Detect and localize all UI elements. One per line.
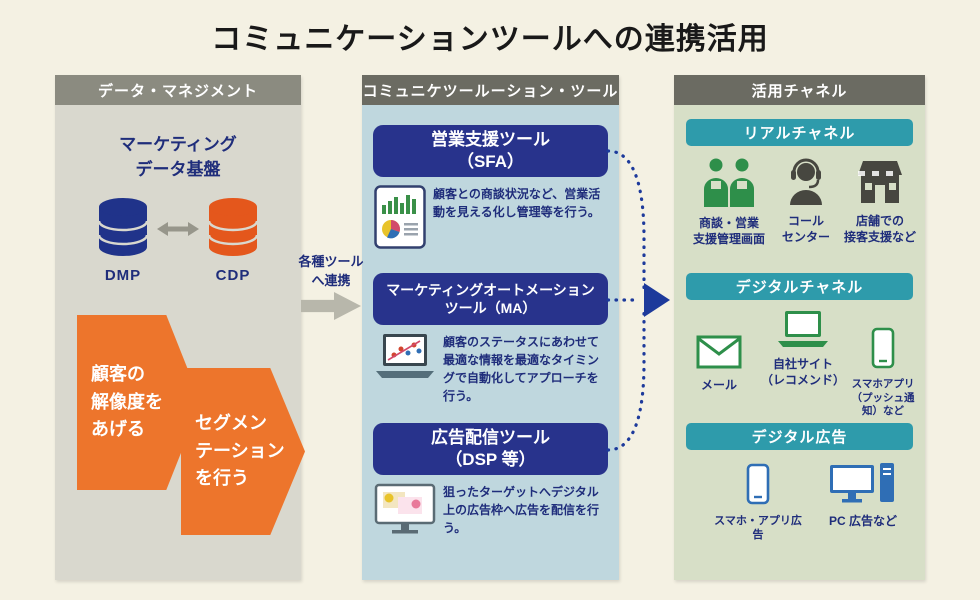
smartphone-icon bbox=[871, 327, 895, 374]
dsp-tool-box: 広告配信ツール （DSP 等） bbox=[373, 423, 608, 475]
channel-item-mail: メール bbox=[686, 335, 752, 394]
sfa-tool-description: 顧客との商談状況など、営業活動を見える化し管理等を行う。 bbox=[433, 187, 601, 219]
channels-header: 活用チャネル bbox=[674, 75, 925, 105]
dsp-tool-description: 狙ったターゲットへデジタル上の広告枠へ広告を配信を行う。 bbox=[443, 485, 600, 535]
channel-item-label: 自社サイト （レコメンド） bbox=[760, 357, 845, 387]
database-blue-icon bbox=[95, 197, 151, 262]
smartphone-ad-icon bbox=[746, 463, 770, 510]
data-management-header: データ・マネジメント bbox=[55, 75, 301, 105]
communication-tools-header: コミュニケツールーション・ツール bbox=[362, 75, 619, 105]
channel-item-label: スマホ・アプリ広告 bbox=[714, 515, 802, 542]
right-arrowhead-icon bbox=[644, 283, 670, 317]
data-management-panel: データ・マネジメント マーケティング データ基盤 DMP bbox=[55, 75, 305, 580]
monitor-ads-icon bbox=[374, 483, 436, 544]
tools-link-label: 各種ツール へ連携 bbox=[298, 254, 364, 288]
mail-icon bbox=[696, 335, 742, 374]
channel-item-smartphone-ads: スマホ・アプリ広告 bbox=[710, 463, 806, 543]
channel-item-label: スマホアプリ （プッシュ通知）など bbox=[851, 378, 915, 418]
cdp-label: CDP bbox=[215, 267, 251, 284]
channel-item-sales-support: 商談・営業 支援管理画面 bbox=[686, 157, 772, 247]
channels-panel: 活用チャネル リアルチャネル 商談・営業 支援管理画面 bbox=[674, 75, 925, 580]
page-title: コミュニケーションツールへの連携活用 bbox=[211, 23, 769, 56]
dmp-database: DMP bbox=[95, 197, 151, 284]
dotted-connector-lines bbox=[606, 149, 670, 452]
sales-people-icon bbox=[701, 157, 757, 212]
channel-item-label: メール bbox=[700, 378, 737, 392]
digital-channel-pill: デジタルチャネル bbox=[686, 273, 913, 300]
dsp-tool-description-row: 狙ったターゲットへデジタル上の広告枠へ広告を配信を行う。 bbox=[374, 483, 608, 544]
channel-item-label: PC 広告など bbox=[828, 514, 897, 528]
laptop-scatter-icon bbox=[374, 333, 436, 386]
flow-step-label: 顧客の 解像度を あげる bbox=[91, 363, 163, 440]
channel-item-label: 店舗での 接客支援など bbox=[843, 214, 916, 244]
tablet-chart-icon bbox=[374, 185, 426, 254]
ma-tool-title: マーケティングオートメーション ツール（MA） bbox=[386, 281, 595, 316]
bidirectional-arrow-icon bbox=[157, 221, 199, 242]
call-center-icon bbox=[786, 157, 826, 210]
channel-item-store: 店舗での 接客支援など bbox=[840, 157, 920, 245]
desktop-pc-icon bbox=[830, 463, 896, 510]
marketing-data-platform-label: マーケティング データ基盤 bbox=[119, 135, 237, 179]
sfa-tool-box: 営業支援ツール （SFA） bbox=[373, 125, 608, 177]
digital-ads-pill: デジタル広告 bbox=[686, 423, 913, 450]
ma-tool-box: マーケティングオートメーション ツール（MA） bbox=[373, 273, 608, 325]
laptop-icon bbox=[776, 310, 830, 353]
channel-item-label: コール センター bbox=[781, 214, 830, 244]
channel-item-pc-ads: PC 広告など bbox=[812, 463, 914, 530]
channel-item-label: 商談・営業 支援管理画面 bbox=[692, 216, 765, 246]
ma-tool-description: 顧客のステータスにあわせて最適な情報を最適なタイミングで自動化してアプローチを行… bbox=[443, 335, 600, 403]
communication-tools-panel: コミュニケツールーション・ツール 営業支援ツール （SFA） 顧客との商談状況な… bbox=[362, 75, 619, 580]
right-arrow-icon bbox=[301, 292, 361, 320]
dmp-label: DMP bbox=[104, 267, 142, 284]
flow-step-label: セグメン テーション を行う bbox=[195, 412, 285, 489]
database-row: DMP CDP bbox=[55, 197, 301, 284]
sfa-tool-description-row: 顧客との商談状況など、営業活動を見える化し管理等を行う。 bbox=[374, 185, 608, 254]
store-icon bbox=[856, 157, 904, 210]
dsp-tool-title: 広告配信ツール （DSP 等） bbox=[431, 427, 550, 469]
channel-item-smartphone-app: スマホアプリ （プッシュ通知）など bbox=[844, 327, 922, 419]
cdp-database: CDP bbox=[205, 197, 261, 284]
channel-item-call-center: コール センター bbox=[774, 157, 838, 245]
flow-step-segmentation: セグメン テーション を行う bbox=[181, 368, 305, 535]
ma-tool-description-row: 顧客のステータスにあわせて最適な情報を最適なタイミングで自動化してアプローチを行… bbox=[374, 333, 608, 405]
real-channel-pill: リアルチャネル bbox=[686, 119, 913, 146]
database-orange-icon bbox=[205, 197, 261, 262]
channel-item-own-site: 自社サイト （レコメンド） bbox=[760, 310, 846, 388]
sfa-tool-title: 営業支援ツール （SFA） bbox=[431, 129, 550, 171]
